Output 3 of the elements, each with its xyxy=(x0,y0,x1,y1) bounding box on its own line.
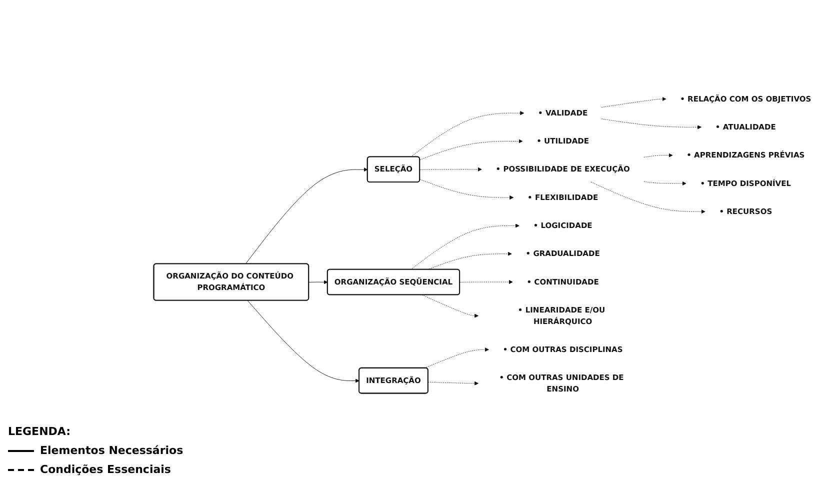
legend-heading: LEGENDA: xyxy=(8,425,72,438)
legend-text: Condições Essenciais xyxy=(40,463,171,476)
legend-text: Elementos Necessários xyxy=(40,444,184,457)
